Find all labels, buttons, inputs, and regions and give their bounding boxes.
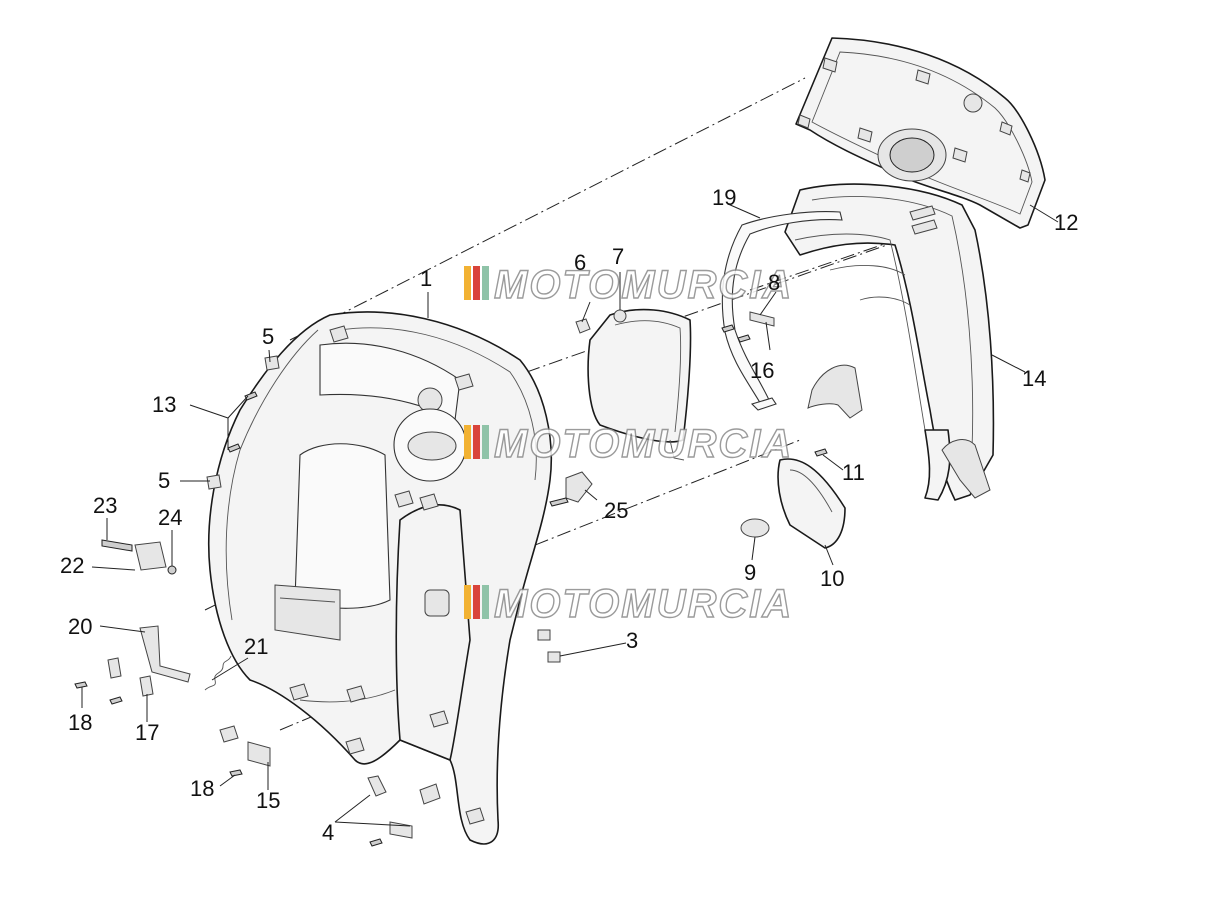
callout-9: 9 xyxy=(744,560,756,585)
callout-16: 16 xyxy=(750,358,774,383)
callout-1: 1 xyxy=(420,266,432,291)
part-3-fastener-a xyxy=(537,629,551,641)
callout-21: 21 xyxy=(244,634,268,659)
watermark-middle: MOTOMURCIA xyxy=(464,421,793,467)
callout-5-top: 5 xyxy=(262,324,274,349)
part-6-clip xyxy=(575,318,591,334)
part-9-grommet xyxy=(740,518,770,538)
part-10-cover xyxy=(777,458,846,549)
part-3-fastener-b xyxy=(547,651,561,663)
part-24-nut xyxy=(167,565,177,575)
callout-25: 25 xyxy=(604,498,628,523)
part-21-spring xyxy=(204,655,232,691)
callout-3: 3 xyxy=(626,628,638,653)
callout-18-left: 18 xyxy=(68,710,92,735)
part-18-screw-a xyxy=(74,681,88,689)
part-18-screw-b xyxy=(229,769,243,777)
leader-lines xyxy=(81,203,1059,827)
callout-15: 15 xyxy=(256,788,280,813)
part-5-clip-mid xyxy=(206,474,222,490)
callout-19: 19 xyxy=(712,185,736,210)
callout-22: 22 xyxy=(60,553,84,578)
watermark-top: MOTOMURCIA xyxy=(464,262,793,308)
part-14-inner-panel xyxy=(784,183,995,501)
part-16-bracket xyxy=(749,311,775,327)
callout-8: 8 xyxy=(768,270,780,295)
part-12-dash-panel xyxy=(795,37,1046,229)
part-13-screw-b xyxy=(227,443,241,453)
callout-5-mid: 5 xyxy=(158,468,170,493)
callout-4: 4 xyxy=(322,820,334,845)
watermark-bottom: MOTOMURCIA xyxy=(464,581,793,627)
callout-24: 24 xyxy=(158,505,182,530)
watermark-text: MOTOMURCIA xyxy=(494,582,793,626)
callout-12: 12 xyxy=(1054,210,1078,235)
callout-18-bottom: 18 xyxy=(190,776,214,801)
callout-20: 20 xyxy=(68,614,92,639)
callout-labels: 1 3 4 5 5 6 7 8 9 10 11 12 13 14 15 16 1… xyxy=(60,185,1078,845)
part-13-screw-a xyxy=(244,391,258,401)
part-25-knob xyxy=(565,471,593,503)
callout-7: 7 xyxy=(612,244,624,269)
callout-14: 14 xyxy=(1022,366,1046,391)
part-11-screw xyxy=(814,448,828,457)
watermark-text: MOTOMURCIA xyxy=(494,263,793,307)
callout-10: 10 xyxy=(820,566,844,591)
part-22-bracket xyxy=(134,541,167,571)
callout-17: 17 xyxy=(135,720,159,745)
callout-6: 6 xyxy=(574,250,586,275)
callout-13: 13 xyxy=(152,392,176,417)
part-17-plate xyxy=(139,675,154,697)
callout-23: 23 xyxy=(93,493,117,518)
part-20-hinge xyxy=(139,625,191,683)
callout-11: 11 xyxy=(842,460,865,485)
part-23-bolt xyxy=(101,539,133,552)
watermark-text: MOTOMURCIA xyxy=(494,422,793,466)
part-8-screw xyxy=(721,324,735,333)
hardware-small-parts xyxy=(74,311,846,847)
part-5-clip-top xyxy=(264,355,280,371)
part-7-lid xyxy=(587,308,692,461)
part-4-clip xyxy=(367,775,387,797)
part-15-plate xyxy=(247,741,271,767)
